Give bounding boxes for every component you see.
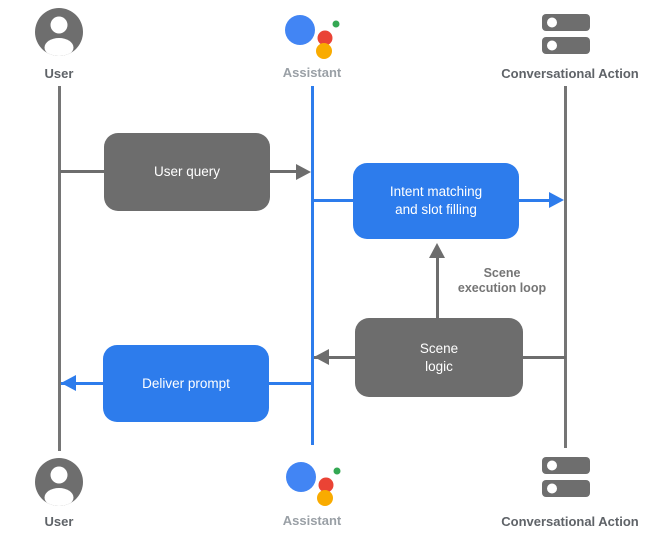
conversational-action-label-top: Conversational Action <box>501 66 639 81</box>
google-assistant-icon <box>286 462 341 506</box>
scene-logic-box-line2: logic <box>425 358 453 374</box>
scene-execution-loop-label: Scene execution loop <box>432 266 572 296</box>
conversational-action-label-bottom: Conversational Action <box>501 514 639 529</box>
scene-logic-arrowhead <box>314 349 329 365</box>
deliver-prompt-arrowhead <box>61 375 76 391</box>
user-label-bottom: User <box>44 514 74 529</box>
google-assistant-icon <box>285 15 340 59</box>
user-avatar-icon <box>35 8 83 56</box>
deliver-prompt-box: Deliver prompt <box>103 345 269 422</box>
intent-matching-box: Intent matching and slot filling <box>353 163 519 239</box>
scene-loop-arrowhead <box>429 243 445 258</box>
scene-loop-arrow-line <box>436 257 439 319</box>
scene-execution-loop-label-line2: execution loop <box>457 281 547 295</box>
deliver-prompt-box-label: Deliver prompt <box>142 375 230 391</box>
scene-logic-box: Scene logic <box>355 318 523 397</box>
conversational-action-lifeline <box>564 86 567 448</box>
user-query-arrowhead <box>296 164 311 180</box>
user-query-box-label: User query <box>153 164 221 179</box>
server-stack-icon <box>542 14 590 54</box>
assistant-label-top: Assistant <box>282 65 342 80</box>
user-label-top: User <box>44 66 74 81</box>
scene-execution-loop-label-line1: Scene <box>483 266 521 280</box>
server-stack-icon <box>542 457 590 497</box>
intent-matching-box-line1: Intent matching <box>389 184 483 199</box>
user-lifeline <box>58 86 61 451</box>
assistant-lifeline <box>311 86 314 445</box>
intent-matching-arrowhead <box>549 192 564 208</box>
user-avatar-icon <box>35 458 83 506</box>
assistant-label-bottom: Assistant <box>282 513 342 528</box>
scene-logic-box-line1: Scene <box>419 340 459 356</box>
intent-matching-box-line2: and slot filling <box>395 202 477 217</box>
user-query-box: User query <box>104 133 270 211</box>
